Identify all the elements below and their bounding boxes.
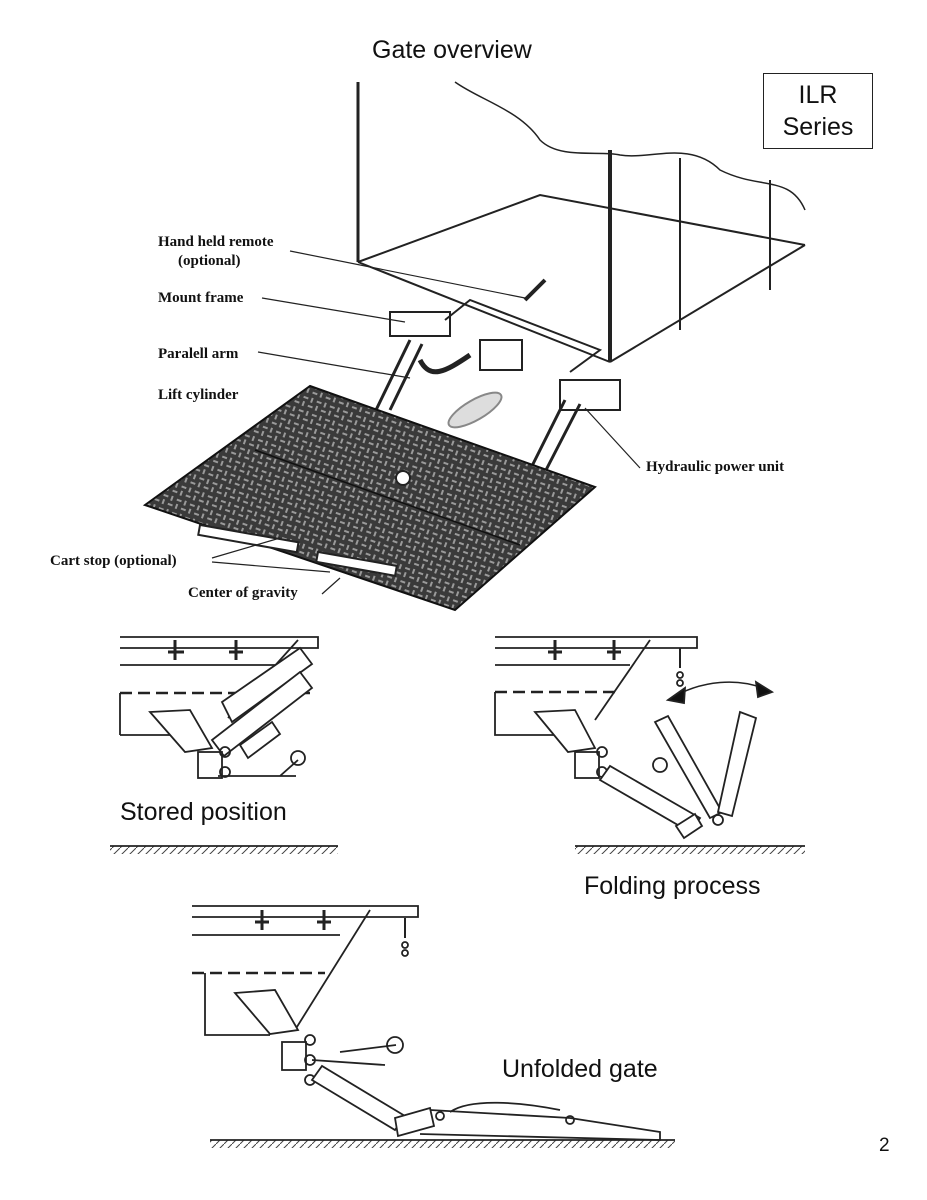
gate-overview-drawing (142, 81, 806, 612)
label-center-of-gravity: Center of gravity (188, 585, 298, 601)
caption-folding-process: Folding process (584, 872, 761, 900)
label-hydraulic-power-unit: Hydraulic power unit (646, 459, 785, 475)
page-title: Gate overview (372, 36, 532, 64)
folding-process-drawing (494, 636, 805, 854)
series-badge-line2: Series (782, 113, 854, 141)
unfolded-gate-drawing (192, 905, 675, 1148)
label-hand-held-remote-optional: (optional) (178, 253, 241, 269)
page-number: 2 (879, 1135, 890, 1156)
label-cart-stop: Cart stop (optional) (50, 553, 177, 569)
caption-stored-position: Stored position (120, 798, 287, 826)
label-parallel-arm: Paralell arm (158, 346, 239, 362)
stored-position-drawing (110, 636, 338, 854)
label-mount-frame: Mount frame (158, 290, 244, 306)
series-badge: ILR Series (763, 73, 873, 149)
label-lift-cylinder: Lift cylinder (158, 387, 239, 403)
caption-unfolded-gate: Unfolded gate (502, 1055, 658, 1083)
series-badge-line1: ILR (798, 81, 838, 109)
label-hand-held-remote: Hand held remote (158, 234, 274, 250)
